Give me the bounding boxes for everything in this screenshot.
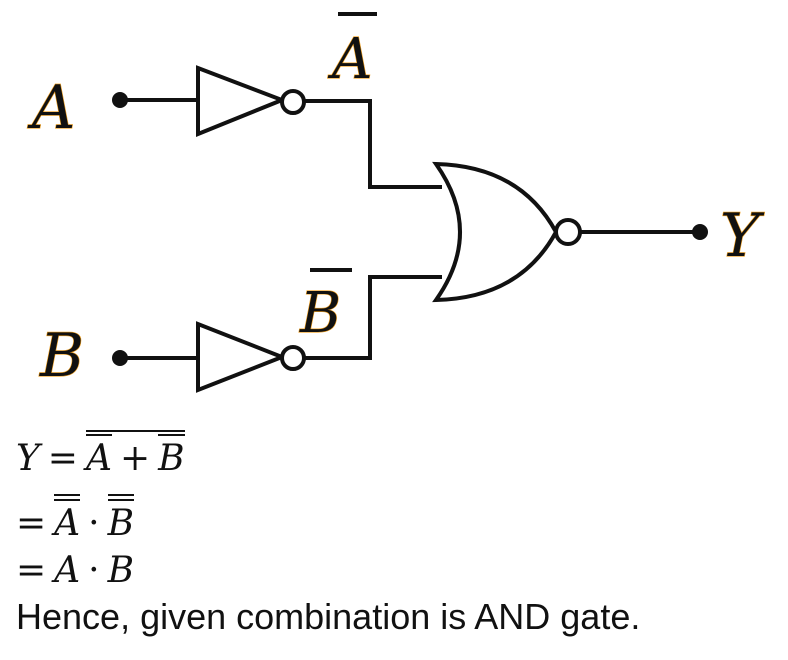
eq3-b: B [107, 550, 135, 591]
eq3-equals: = [16, 550, 47, 591]
eq3-dot: · [88, 550, 100, 591]
input-b-label: B [39, 321, 84, 391]
not-b-label: B [299, 281, 341, 346]
not-gate-a-bubble [280, 89, 306, 115]
not-gate-b-bubble [280, 345, 306, 371]
eq2-double-bar-a: A [54, 494, 81, 544]
eq2-a: A [54, 499, 81, 544]
eq2-dot: · [88, 503, 100, 544]
output-terminal [692, 224, 708, 240]
eq2-double-bar-b: B [107, 494, 135, 544]
conclusion-text: Hence, given combination is AND gate. [16, 596, 641, 637]
not-b-wire [304, 275, 442, 360]
eq1-not-a: A [85, 434, 112, 479]
eq1-plus: + [119, 438, 151, 479]
nor-gate [432, 161, 559, 303]
eq1-equals: = [47, 438, 78, 479]
eq2-b: B [107, 499, 135, 544]
not-a-label: A [327, 27, 372, 92]
equation-line-1: Y=A+B [16, 430, 185, 479]
equation-line-3: =A·B [16, 550, 134, 591]
output-y-label: Y [720, 201, 765, 271]
eq2-equals: = [16, 503, 47, 544]
nor-gate-bubble [554, 218, 582, 246]
not-gate-b [196, 321, 288, 393]
equation-line-2: =A·B [16, 494, 135, 544]
eq3-a: A [54, 550, 81, 591]
eq1-outer-overbar: A+B [85, 430, 185, 479]
eq1-not-b: B [158, 434, 185, 479]
not-gate-a [196, 65, 288, 137]
eq1-lhs: Y [16, 438, 40, 479]
not-a-wire [304, 99, 442, 189]
logic-circuit-diagram: A A B B Y [26, 12, 766, 393]
input-a-label: A [27, 73, 75, 143]
